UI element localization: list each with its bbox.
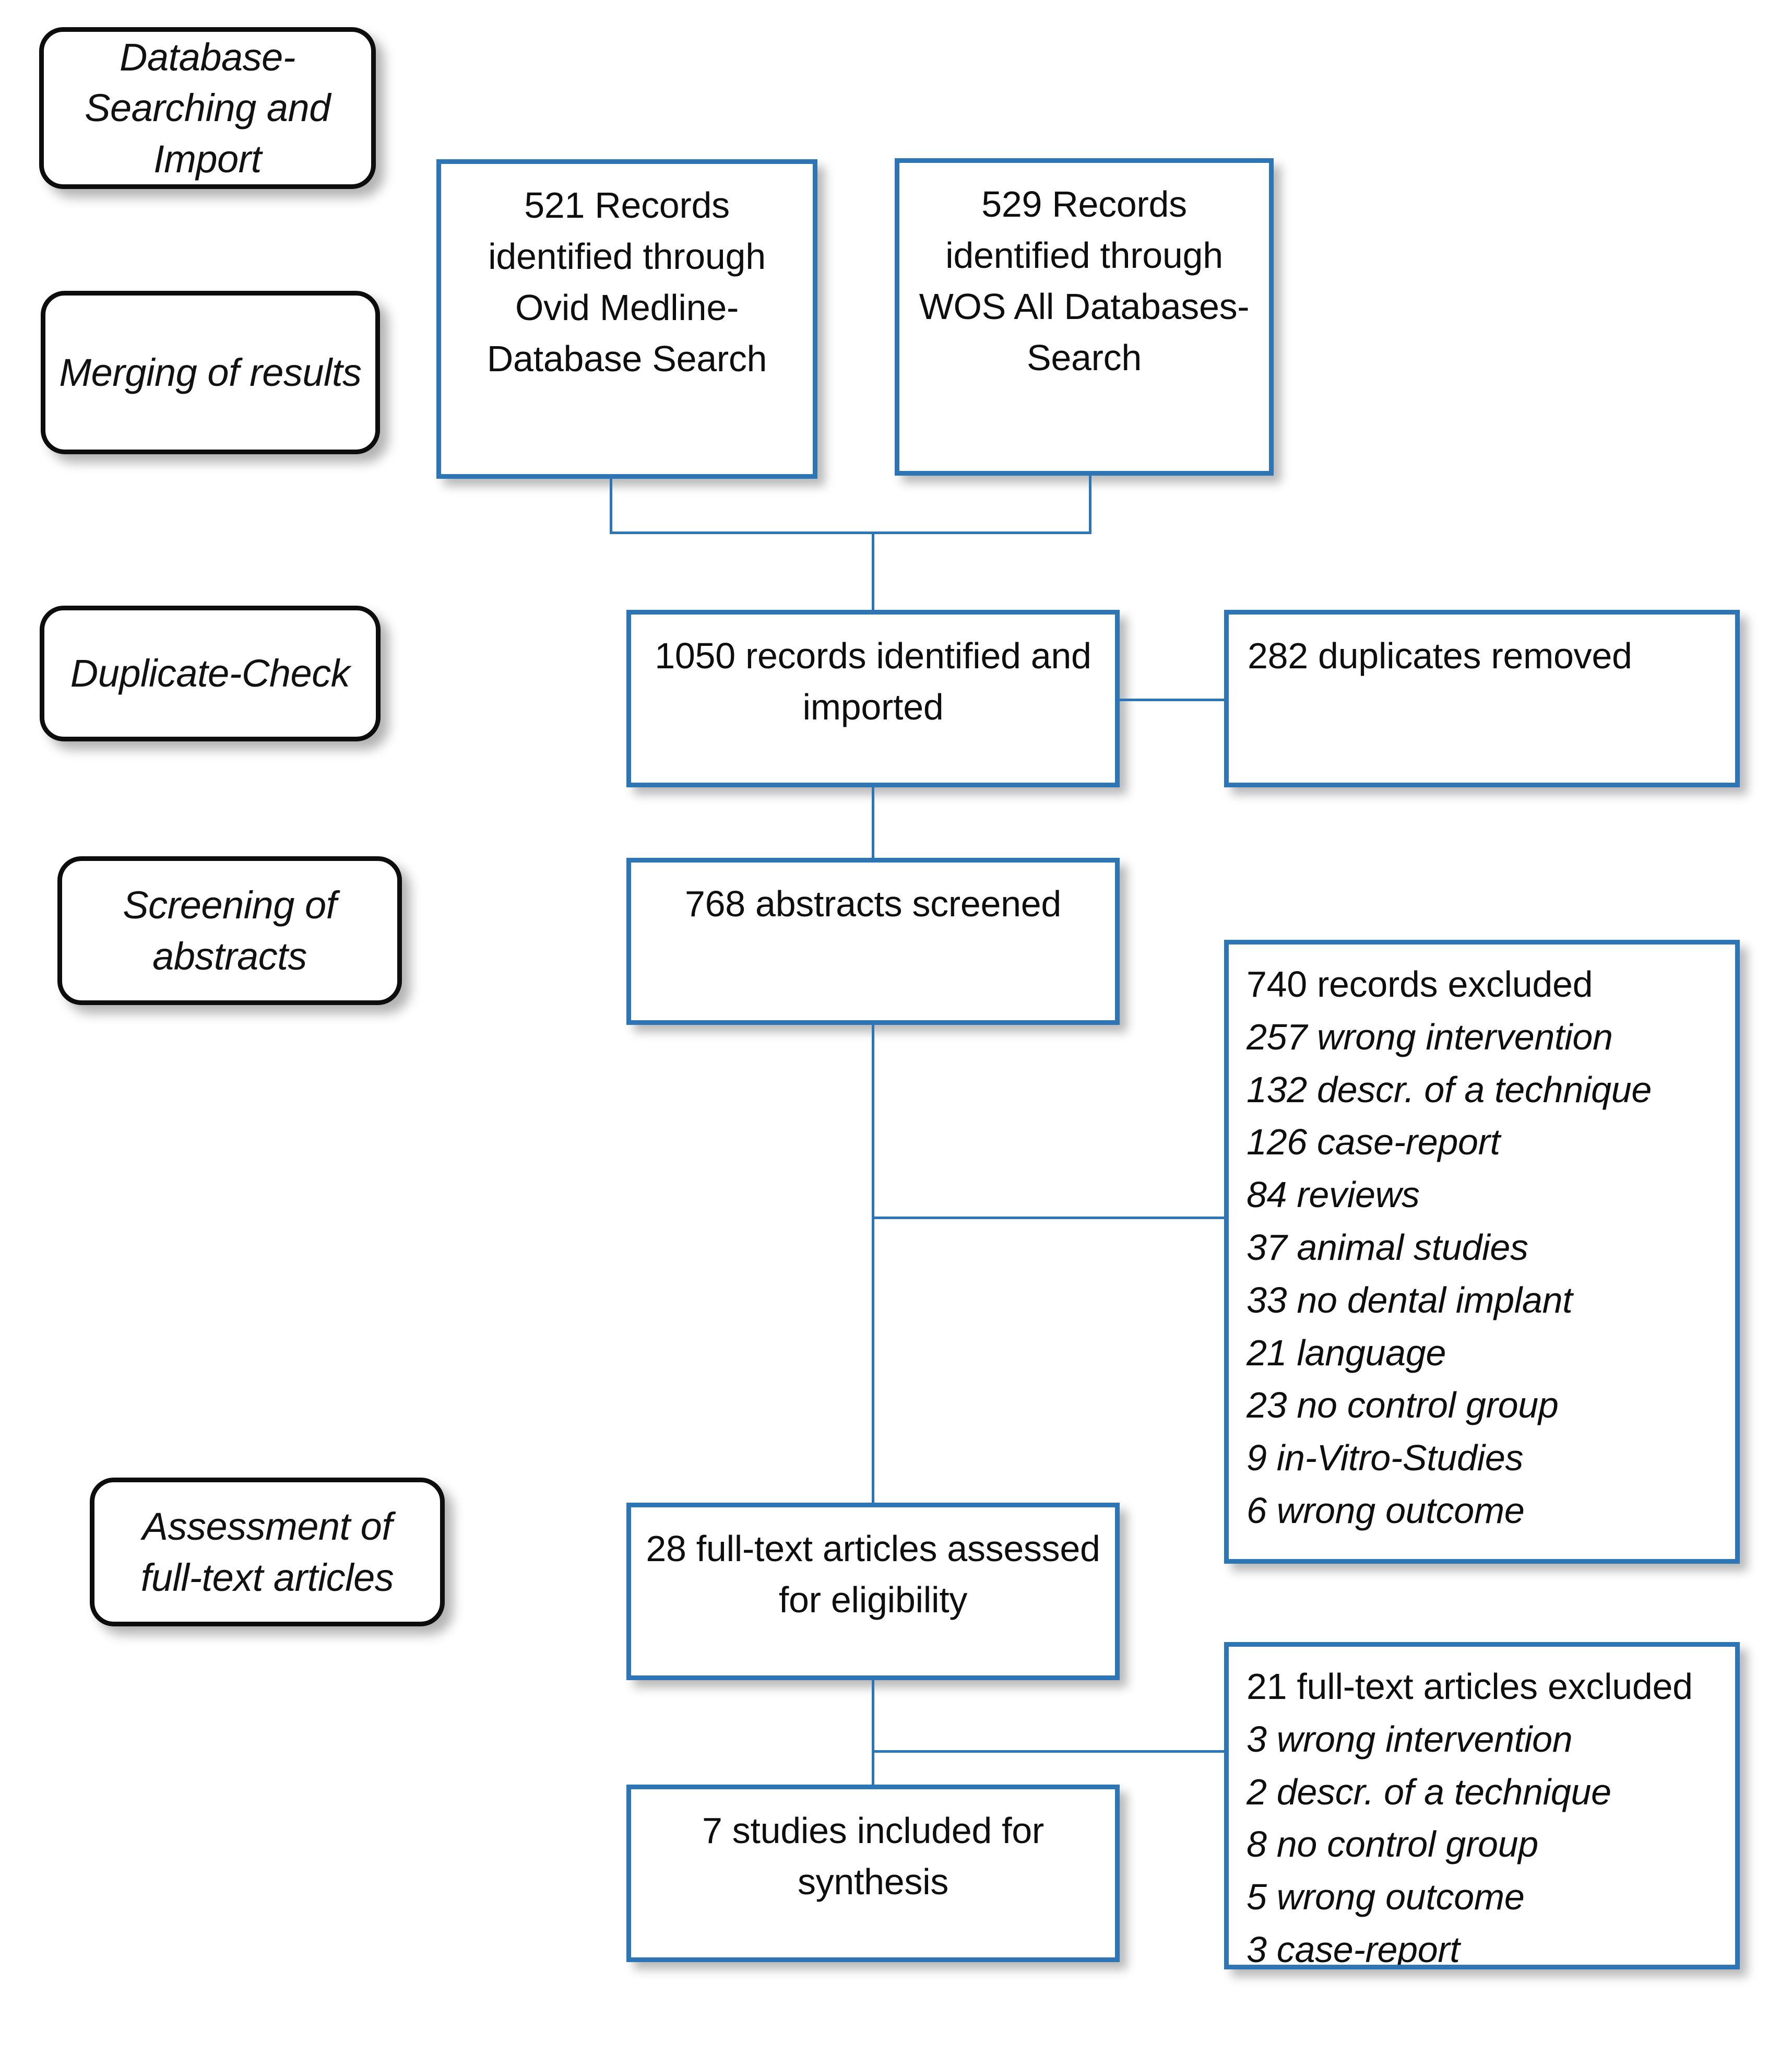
- source-box-ovid-medline: 521 Records identified through Ovid Medl…: [436, 159, 817, 479]
- connector-screened-to-fulltext: [872, 1025, 874, 1504]
- connector-fulltext-to-included: [872, 1680, 874, 1786]
- fulltext-excluded-box: 21 full-text articles excluded 3 wrong i…: [1224, 1642, 1740, 1969]
- exclusion-reason: 132 descr. of a technique: [1247, 1069, 1652, 1110]
- exclusion-reason: 84 reviews: [1247, 1174, 1420, 1215]
- stage-box-assessment-of-full-text-articles: Assessment of full-text articles: [90, 1478, 445, 1626]
- exclusion-reason: 3 wrong intervention: [1247, 1718, 1573, 1760]
- source-box-text: 521 Records identified through Ovid Medl…: [486, 185, 767, 379]
- stage-label: Assessment of full-text articles: [140, 1504, 394, 1599]
- records-identified-box: 1050 records identified and imported: [626, 610, 1120, 787]
- exclusion-reason: 5 wrong outcome: [1247, 1876, 1525, 1918]
- connector-identified-to-duplicates: [1120, 699, 1225, 701]
- records-excluded-heading: 740 records excluded: [1247, 964, 1593, 1005]
- connector-fulltext-to-excluded: [872, 1750, 1225, 1753]
- exclusion-reason: 9 in-Vitro-Studies: [1247, 1437, 1524, 1479]
- exclusion-reason: 126 case-report: [1247, 1121, 1500, 1163]
- exclusion-reason: 33 no dental implant: [1247, 1279, 1573, 1320]
- source-box-text: 529 Records identified through WOS All D…: [919, 184, 1250, 378]
- stage-label: Merging of results: [59, 350, 362, 394]
- exclusion-reason: 2 descr. of a technique: [1247, 1771, 1611, 1812]
- stage-label: Duplicate-Check: [70, 652, 350, 695]
- exclusion-reason: 21 language: [1247, 1332, 1446, 1373]
- connector-wos-down: [1089, 476, 1091, 533]
- stage-label: Screening of abstracts: [123, 883, 337, 978]
- stage-box-duplicate-check: Duplicate-Check: [40, 606, 381, 741]
- connector-identified-to-screened: [872, 787, 874, 860]
- abstracts-screened-text: 768 abstracts screened: [684, 883, 1062, 924]
- fulltext-assessed-text: 28 full-text articles assessed for eligi…: [646, 1528, 1100, 1620]
- connector-ovid-down: [610, 479, 612, 533]
- connector-merge-to-identified: [872, 532, 874, 611]
- stage-box-screening-of-abstracts: Screening of abstracts: [57, 856, 402, 1005]
- exclusion-reason: 3 case-report: [1247, 1929, 1460, 1969]
- exclusion-reason: 6 wrong outcome: [1247, 1490, 1525, 1531]
- exclusion-reason: 257 wrong intervention: [1247, 1016, 1613, 1057]
- connector-merge-horizontal: [610, 532, 1091, 534]
- records-identified-text: 1050 records identified and imported: [655, 635, 1091, 727]
- connector-screened-to-excluded: [872, 1217, 1225, 1219]
- stage-box-database-searching: Database-Searching and Import: [39, 27, 376, 189]
- fulltext-assessed-box: 28 full-text articles assessed for eligi…: [626, 1503, 1120, 1680]
- records-excluded-box: 740 records excluded 257 wrong intervent…: [1224, 940, 1740, 1564]
- duplicates-removed-text: 282 duplicates removed: [1248, 635, 1632, 676]
- fulltext-excluded-heading: 21 full-text articles excluded: [1247, 1666, 1693, 1707]
- abstracts-screened-box: 768 abstracts screened: [626, 858, 1120, 1025]
- studies-included-box: 7 studies included for synthesis: [626, 1785, 1120, 1962]
- studies-included-text: 7 studies included for synthesis: [702, 1810, 1044, 1902]
- exclusion-reason: 23 no control group: [1247, 1385, 1559, 1426]
- stage-box-merging-of-results: Merging of results: [41, 291, 380, 454]
- source-box-wos: 529 Records identified through WOS All D…: [895, 158, 1274, 476]
- duplicates-removed-box: 282 duplicates removed: [1224, 610, 1740, 787]
- stage-label: Database-Searching and Import: [85, 35, 330, 181]
- exclusion-reason: 8 no control group: [1247, 1824, 1538, 1865]
- exclusion-reason: 37 animal studies: [1247, 1226, 1528, 1268]
